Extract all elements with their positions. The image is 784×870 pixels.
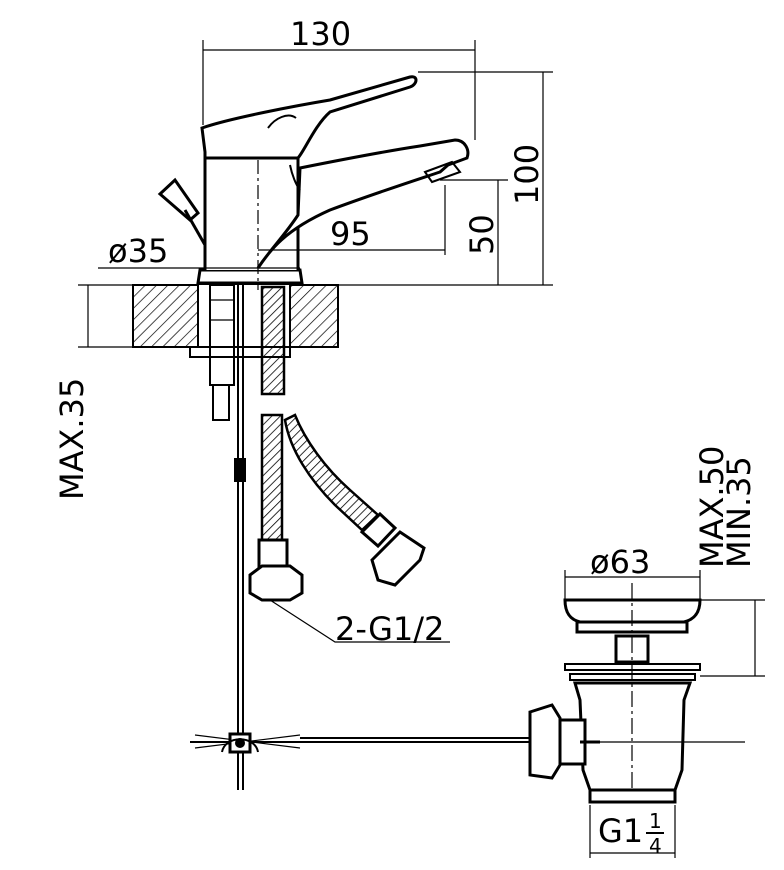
max-deck-thickness-label: MAX.35 <box>53 378 91 500</box>
hose-thread-label: 2-G1/2 <box>335 610 444 648</box>
waste-thread-denominator: 4 <box>649 834 662 858</box>
waste-diameter-label: ø63 <box>590 543 650 581</box>
waste-thread-label: G1 <box>598 812 643 850</box>
waste-thread-numerator: 1 <box>649 809 662 833</box>
spout-reach-label: 95 <box>330 215 371 253</box>
countertop-section <box>132 284 339 348</box>
linkage-rod <box>190 732 540 754</box>
under-counter-fittings <box>189 284 450 790</box>
overall-height-label: 100 <box>508 144 546 205</box>
overall-width-label: 130 <box>290 15 351 53</box>
dimension-lines <box>78 40 765 858</box>
base-diameter-label: ø35 <box>108 232 168 270</box>
spout-height-label: 50 <box>463 214 501 255</box>
pop-up-waste <box>528 583 745 804</box>
waste-min-label: MIN.35 <box>720 456 758 568</box>
waste-max-label: MAX.50 <box>693 446 731 568</box>
mixer-body <box>157 75 470 290</box>
